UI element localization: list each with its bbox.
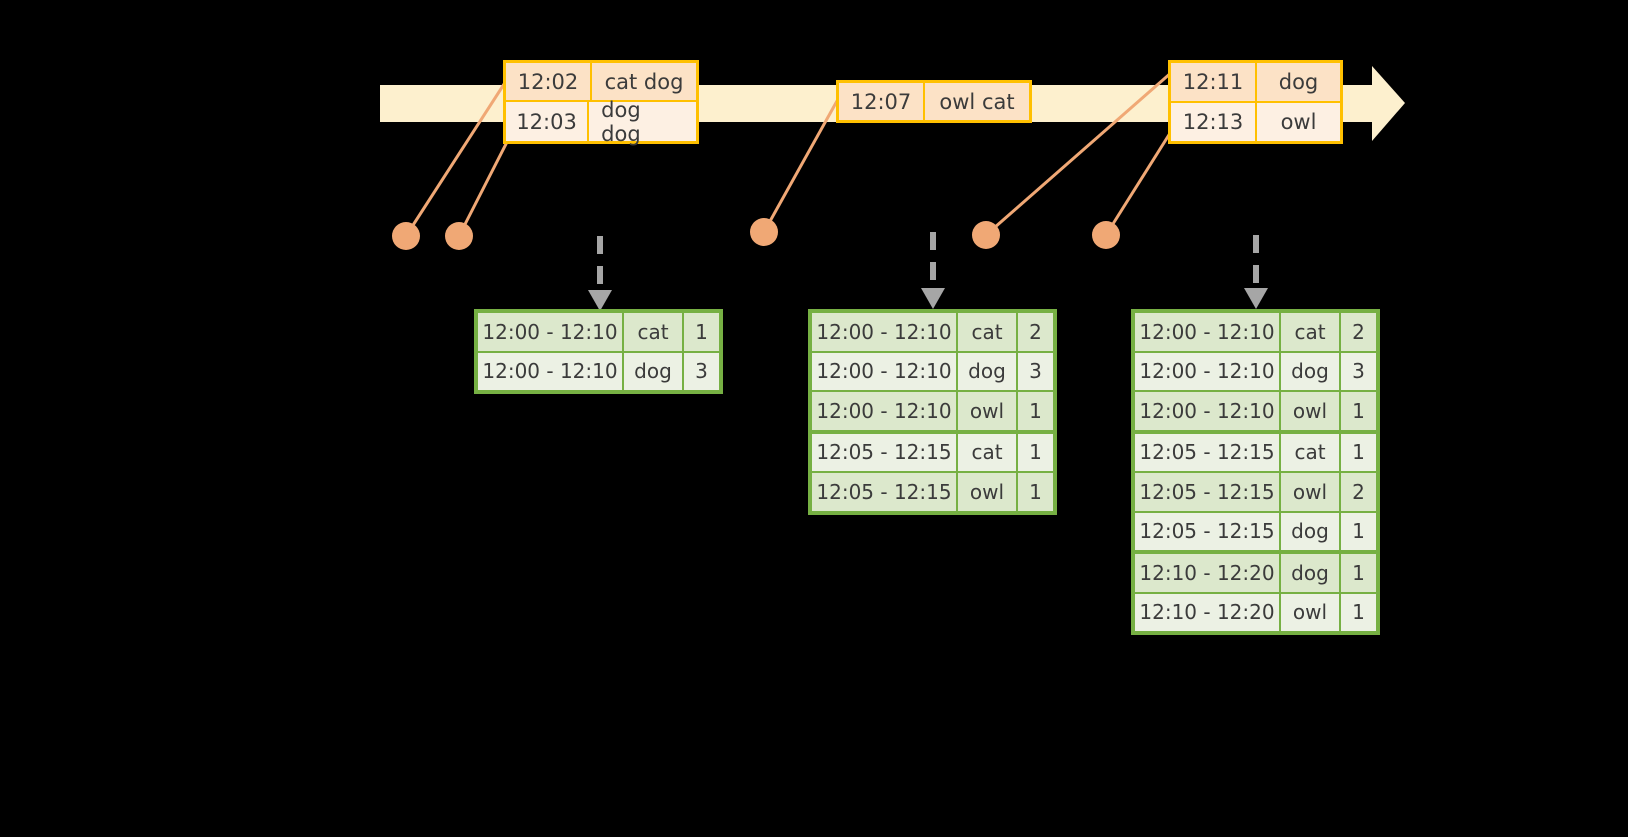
cell-count: 1 [1018, 433, 1053, 471]
cell-count: 3 [1018, 352, 1053, 390]
cell-count: 2 [1341, 313, 1376, 351]
cell-window: 12:05 - 12:15 [1135, 512, 1281, 550]
cell-window: 12:00 - 12:10 [1135, 313, 1281, 351]
cell-count: 1 [1018, 392, 1053, 430]
cell-count: 3 [1341, 352, 1376, 390]
cell-count: 1 [1341, 392, 1376, 430]
connector-line-1 [404, 77, 510, 237]
cell-count: 2 [1341, 473, 1376, 511]
cell-key: cat [1281, 313, 1341, 351]
trigger-dot-3 [750, 218, 778, 246]
cell-key: cat [958, 313, 1018, 351]
cell-window: 12:05 - 12:15 [812, 473, 958, 511]
cell-count: 3 [684, 352, 719, 390]
event-payload: dog [1257, 63, 1340, 101]
timeline-arrowhead [1372, 66, 1405, 141]
cell-window: 12:00 - 12:10 [812, 352, 958, 390]
cell-window: 12:00 - 12:10 [812, 313, 958, 351]
cell-key: dog [958, 352, 1018, 390]
event-payload: dog dog [589, 98, 696, 146]
event-payload: owl cat [925, 83, 1029, 120]
trigger-dot-4 [972, 221, 1000, 249]
trigger-dot-2 [445, 222, 473, 250]
event-group-3[interactable]: 12:11 dog 12:13 owl [1168, 60, 1343, 144]
cell-key: dog [624, 352, 684, 390]
cell-window: 12:00 - 12:10 [812, 392, 958, 430]
cell-key: owl [1281, 593, 1341, 631]
emit-arrow-2 [921, 232, 945, 309]
event-row[interactable]: 12:03 dog dog [506, 98, 696, 146]
cell-key: dog [1281, 512, 1341, 550]
cell-count: 1 [1018, 473, 1053, 511]
cell-key: dog [1281, 352, 1341, 390]
cell-key: cat [624, 313, 684, 351]
event-payload: owl [1257, 103, 1340, 141]
connector-line-3 [762, 91, 844, 233]
cell-key: dog [1281, 554, 1341, 592]
event-group-1[interactable]: 12:02 cat dog 12:03 dog dog [503, 60, 699, 146]
trigger-dot-5 [1092, 221, 1120, 249]
event-row[interactable]: 12:07 owl cat [839, 83, 1029, 120]
cell-window: 12:10 - 12:20 [1135, 593, 1281, 631]
emit-arrow-1 [588, 236, 612, 311]
cell-count: 1 [1341, 512, 1376, 550]
connector-line-4 [985, 70, 1173, 237]
cell-count: 1 [1341, 593, 1376, 631]
event-row[interactable]: 12:13 owl [1171, 101, 1340, 141]
event-time: 12:11 [1171, 63, 1257, 101]
event-row[interactable]: 12:11 dog [1171, 63, 1340, 101]
cell-key: owl [1281, 473, 1341, 511]
trigger-dot-1 [392, 222, 420, 250]
event-time: 12:02 [506, 63, 592, 100]
cell-count: 2 [1018, 313, 1053, 351]
cell-count: 1 [1341, 554, 1376, 592]
cell-key: cat [1281, 433, 1341, 471]
cell-key: owl [958, 392, 1018, 430]
cell-key: cat [958, 433, 1018, 471]
event-group-2[interactable]: 12:07 owl cat [836, 80, 1032, 123]
cell-window: 12:05 - 12:15 [812, 433, 958, 471]
connector-line-5 [1104, 129, 1174, 236]
cell-window: 12:00 - 12:10 [478, 352, 624, 390]
cell-window: 12:05 - 12:15 [1135, 473, 1281, 511]
connector-line-2 [457, 139, 510, 237]
event-time: 12:07 [839, 83, 925, 120]
cell-window: 12:00 - 12:10 [1135, 392, 1281, 430]
cell-count: 1 [684, 313, 719, 351]
event-time: 12:13 [1171, 103, 1257, 141]
cell-window: 12:00 - 12:10 [1135, 352, 1281, 390]
cell-key: owl [958, 473, 1018, 511]
event-payload: cat dog [592, 63, 696, 100]
event-time: 12:03 [506, 102, 590, 141]
cell-window: 12:05 - 12:15 [1135, 433, 1281, 471]
cell-key: owl [1281, 392, 1341, 430]
cell-window: 12:00 - 12:10 [478, 313, 624, 351]
cell-count: 1 [1341, 433, 1376, 471]
cell-window: 12:10 - 12:20 [1135, 554, 1281, 592]
emit-arrow-3 [1244, 235, 1268, 309]
event-row[interactable]: 12:02 cat dog [506, 63, 696, 100]
